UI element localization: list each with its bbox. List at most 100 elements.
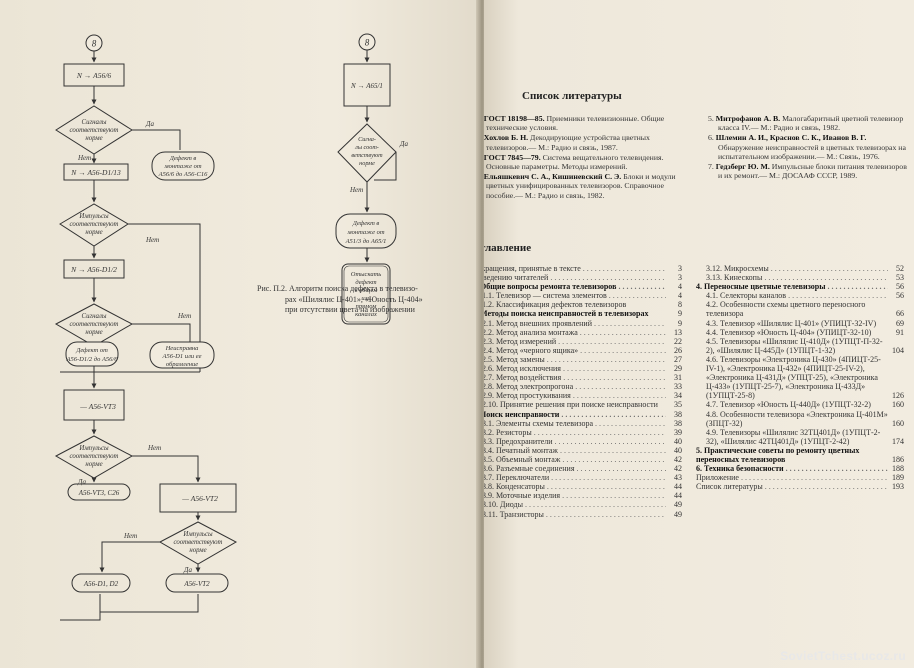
toc-entry[interactable]: 3.4. Печатный монтаж40 xyxy=(484,446,682,455)
toc-entry[interactable]: 4.2. Особенности схемы цветного переносн… xyxy=(696,300,904,318)
toc-entry-title: 3.9. Моточные изделия xyxy=(484,491,666,500)
measure-block-2 xyxy=(63,163,129,181)
toc-entry-title: 1.1. Телевизор — система элементов xyxy=(484,291,666,300)
toc-entry-title: 3.13. Кинескопы xyxy=(696,273,888,282)
toc-entry[interactable]: 2.10. Принятие решения при поиске неиспр… xyxy=(484,400,682,409)
toc-entry[interactable]: 4.9. Телевизоры «Шилялис 32ТЦ401Д» (1УПЦ… xyxy=(696,428,904,446)
toc-entry-title: 2.7. Метод воздействия xyxy=(484,373,666,382)
decision-5 xyxy=(158,521,238,565)
toc-entry[interactable]: 3.2. Резисторы39 xyxy=(484,428,682,437)
toc-entry[interactable]: 1.1. Телевизор — система элементов 4 xyxy=(484,291,682,300)
side-result-2 xyxy=(341,263,391,325)
toc-entry[interactable]: 3.10. Диоды49 xyxy=(484,500,682,509)
toc-entry[interactable]: 3.5. Объемный монтаж42 xyxy=(484,455,682,464)
toc-entry-title: 4.1. Селекторы каналов xyxy=(696,291,888,300)
toc-entry[interactable]: 3.3. Предохранители40 xyxy=(484,437,682,446)
toc-entry[interactable]: 4. Переносные цветные телевизоры56 xyxy=(696,282,904,291)
entry-text: Система вещательного телевидения. Основн… xyxy=(486,152,664,172)
toc-entry[interactable]: 2.2. Метод анализа монтажа13 xyxy=(484,328,682,337)
toc-entry[interactable]: 3.9. Моточные изделия44 xyxy=(484,491,682,500)
toc-entry[interactable]: 4.7. Телевизор «Юность Ц-440Д» (1УПЦТ-32… xyxy=(696,400,904,409)
toc-page-number: 66 xyxy=(896,309,904,319)
toc-entry[interactable]: 2.1. Метод внешних проявлений9 xyxy=(484,319,682,328)
toc-page-number: 40 xyxy=(674,436,682,446)
toc-entry[interactable]: 3.12. Микросхемы52 xyxy=(696,264,904,273)
side-result-2-line-3: в общем xyxy=(355,287,378,294)
toc-entry[interactable]: 3.11. Транзисторы49 xyxy=(484,510,682,519)
toc-entry[interactable]: 4.1. Селекторы каналов56 xyxy=(696,291,904,300)
toc-entry[interactable]: 4.5. Телевизоры «Шилялис Ц-410Д» (1УПЦТ-… xyxy=(696,337,904,355)
toc-entry[interactable]: К сведению читателей3 xyxy=(484,273,682,282)
toc-page-number: 126 xyxy=(892,391,904,401)
toc-entry[interactable]: 2. Методы поиска неисправностей в телеви… xyxy=(484,309,682,318)
toc-entry[interactable]: 3.13. Кинескопы53 xyxy=(696,273,904,282)
toc-entry-title: 4.4. Телевизор «Юность Ц-404» (УПИЦТ-32-… xyxy=(706,327,872,337)
toc-column-2: 3.12. Микросхемы523.13. Кинескопы534. Пе… xyxy=(696,264,904,491)
side-result-1-line-1: Дефект в xyxy=(352,220,380,227)
toc-entry[interactable]: 2.4. Метод «черного ящика»26 xyxy=(484,346,682,355)
decision-3-line-2: соответствуют xyxy=(70,321,119,328)
toc-entry[interactable]: 2.3. Метод измерений22 xyxy=(484,337,682,346)
decision-2-line-3: норме xyxy=(85,229,102,236)
toc-entry-title: 2.6. Метод исключения xyxy=(484,364,666,373)
result-1 xyxy=(151,151,215,181)
toc-page-number: 91 xyxy=(896,327,904,337)
toc-entry[interactable]: Приложение189 xyxy=(696,473,904,482)
side-measure-block xyxy=(343,63,391,107)
entry-author: Хохлов Б. Н. xyxy=(484,133,529,143)
toc-entry[interactable]: 1. Общие вопросы ремонта телевизоров4 xyxy=(484,282,682,291)
result-6-label: А56-VT2 xyxy=(183,580,210,588)
toc-page-number: 38 xyxy=(674,409,682,419)
decision-1-yes: Да xyxy=(145,120,154,128)
toc-entry-title: 3.7. Переключатели xyxy=(484,473,666,482)
toc-page-number: 160 xyxy=(892,418,904,428)
bibliography-entry: 3. ГОСТ 7845—79. Система вещательного те… xyxy=(484,153,688,171)
bibliography-entry: 6. Шлемин А. И., Краснов С. К., Иванов В… xyxy=(708,133,908,161)
decision-3-line-1: Сигналы xyxy=(82,313,107,320)
side-flowchart: 8 N → А65/1 Сигна- лы соот- ветствуют но… xyxy=(335,33,408,325)
toc-entry[interactable]: Список литературы193 xyxy=(696,482,904,491)
toc-entry[interactable]: 6. Техника безопасности188 xyxy=(696,464,904,473)
toc-entry-title: 2.3. Метод измерений xyxy=(484,337,666,346)
toc-entry-title: 2.1. Метод внешних проявлений xyxy=(484,319,666,328)
side-decision-no: Нет xyxy=(349,186,363,194)
toc-page-number: 40 xyxy=(674,445,682,455)
side-decision-line-4: норме xyxy=(359,160,375,167)
toc-entry[interactable]: 5. Практические советы по ремонту цветны… xyxy=(696,446,904,464)
toc-entry[interactable]: 3. Поиск неисправности38 xyxy=(484,410,682,419)
toc-page-number: 188 xyxy=(892,464,904,474)
decision-4-yes: Да xyxy=(77,478,86,486)
result-3 xyxy=(149,341,215,369)
figure-caption: Рис. П.2. Алгоритм поиска дефекта в теле… xyxy=(257,284,477,316)
result-6 xyxy=(165,573,229,593)
toc-page-number: 35 xyxy=(674,400,682,410)
toc-entry[interactable]: 4.4. Телевизор «Юность Ц-404» (УПИЦТ-32-… xyxy=(696,328,904,337)
toc-entry[interactable]: 2.5. Метод замены27 xyxy=(484,355,682,364)
entry-number: 7. xyxy=(708,162,716,172)
toc-entry[interactable]: 3.8. Конденсаторы44 xyxy=(484,482,682,491)
caption-line: при отсутствии цвета на изображении xyxy=(285,305,415,314)
toc-entry-title: 3.5. Объемный монтаж xyxy=(484,455,666,464)
result-3-line-1: Неисправна xyxy=(165,345,199,352)
toc-entry[interactable]: 2.7. Метод воздействия31 xyxy=(484,373,682,382)
toc-entry[interactable]: 4.6. Телевизоры «Электроника Ц-430» (4ПИ… xyxy=(696,355,904,400)
toc-entry[interactable]: Сокращения, принятые в тексте3 xyxy=(484,264,682,273)
bibliography-entry: 2. Хохлов Б. Н. Декодирующие устройства … xyxy=(484,133,688,151)
toc-entry-title: Приложение xyxy=(696,473,888,482)
toc-entry-title: 2.2. Метод анализа монтажа xyxy=(484,328,666,337)
toc-page-number: 4 xyxy=(678,291,682,301)
toc-entry[interactable]: 2.8. Метод электропрогона33 xyxy=(484,382,682,391)
toc-page-number: 3 xyxy=(678,264,682,273)
side-connector-circle xyxy=(358,33,376,51)
toc-entry[interactable]: 4.3. Телевизор «Шилялис Ц-401» (УПИЦТ-32… xyxy=(696,319,904,328)
toc-entry[interactable]: 3.6. Разъемные соединения42 xyxy=(484,464,682,473)
toc-entry[interactable]: 2.9. Метод простукивания34 xyxy=(484,391,682,400)
toc-entry[interactable]: 2.6. Метод исключения29 xyxy=(484,364,682,373)
entry-author: Ельяшкевич С. А., Кишиневский С. Э. xyxy=(484,172,622,182)
toc-entry[interactable]: 4.8. Особенности телевизора «Электроника… xyxy=(696,410,904,428)
toc-entry[interactable]: 3.7. Переключатели43 xyxy=(484,473,682,482)
toc-entry[interactable]: 3.1. Элементы схемы телевизора38 xyxy=(484,419,682,428)
entry-text: Декодирующие устройства цветных телевизо… xyxy=(486,133,650,152)
toc-entry-title: 3.6. Разъемные соединения xyxy=(484,464,666,473)
